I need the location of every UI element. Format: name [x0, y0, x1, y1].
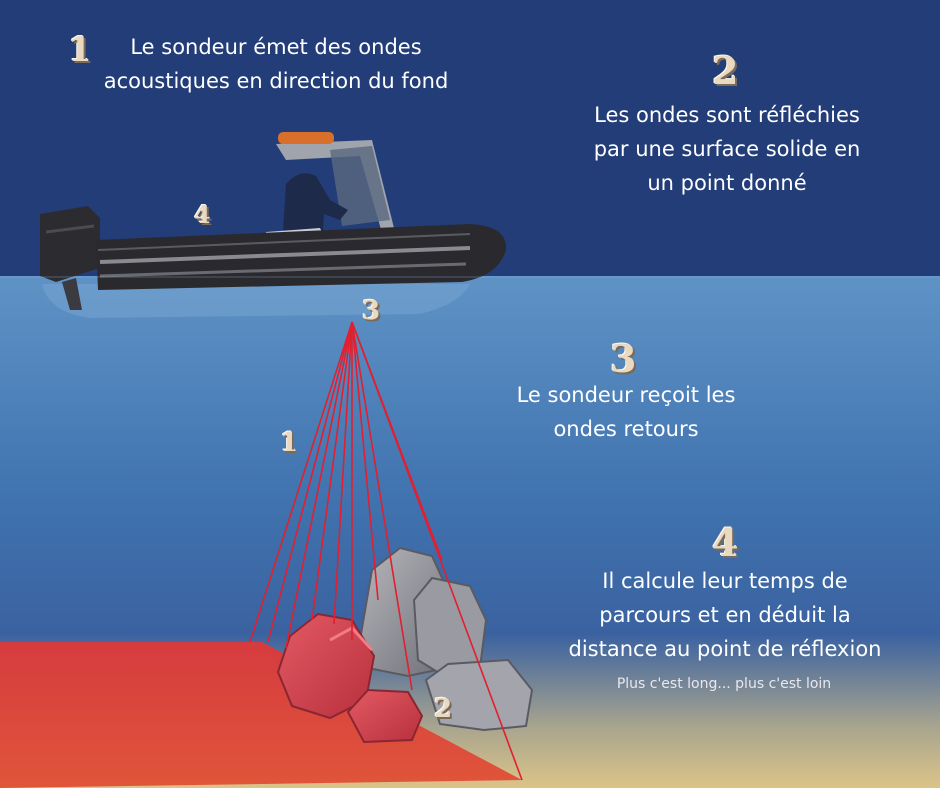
step-1-line-2: acoustiques en direction du fond: [103, 69, 449, 93]
marker-transducer: 3: [362, 296, 381, 326]
step-4-number: 4: [712, 520, 739, 565]
marker-reflection: 2: [434, 694, 453, 724]
marker-beam: 1: [280, 428, 299, 458]
step-2-text: Les ondes sont réfléchies par une surfac…: [572, 98, 882, 200]
step-4-line-3: distance au point de réflexion: [568, 637, 882, 661]
step-3-number: 3: [610, 336, 637, 381]
step-4-note: Plus c'est long... plus c'est loin: [616, 676, 832, 692]
step-1-line-1: Le sondeur émet des ondes: [130, 35, 422, 59]
step-4-line-1: Il calcule leur temps de: [602, 569, 848, 593]
reflection-floor: [0, 642, 522, 788]
step-4-text: Il calcule leur temps de parcours et en …: [550, 564, 900, 666]
sonar-beam-icon: [249, 321, 523, 781]
boat-icon: [40, 132, 507, 318]
step-2-line-2: par une surface solide en: [593, 137, 861, 161]
rocks-icon: [276, 546, 534, 744]
step-4-line-2: parcours et en déduit la: [599, 603, 851, 627]
step-1-number: 1: [68, 30, 92, 70]
step-3-text: Le sondeur reçoit les ondes retours: [498, 378, 754, 446]
step-3-line-1: Le sondeur reçoit les: [516, 383, 736, 407]
marker-boat: 4: [194, 200, 211, 229]
step-2-number: 2: [712, 48, 739, 93]
step-1-text: Le sondeur émet des ondes acoustiques en…: [90, 30, 462, 98]
step-2-line-1: Les ondes sont réfléchies: [594, 103, 860, 127]
step-2-line-3: un point donné: [647, 171, 807, 195]
step-3-line-2: ondes retours: [553, 417, 699, 441]
